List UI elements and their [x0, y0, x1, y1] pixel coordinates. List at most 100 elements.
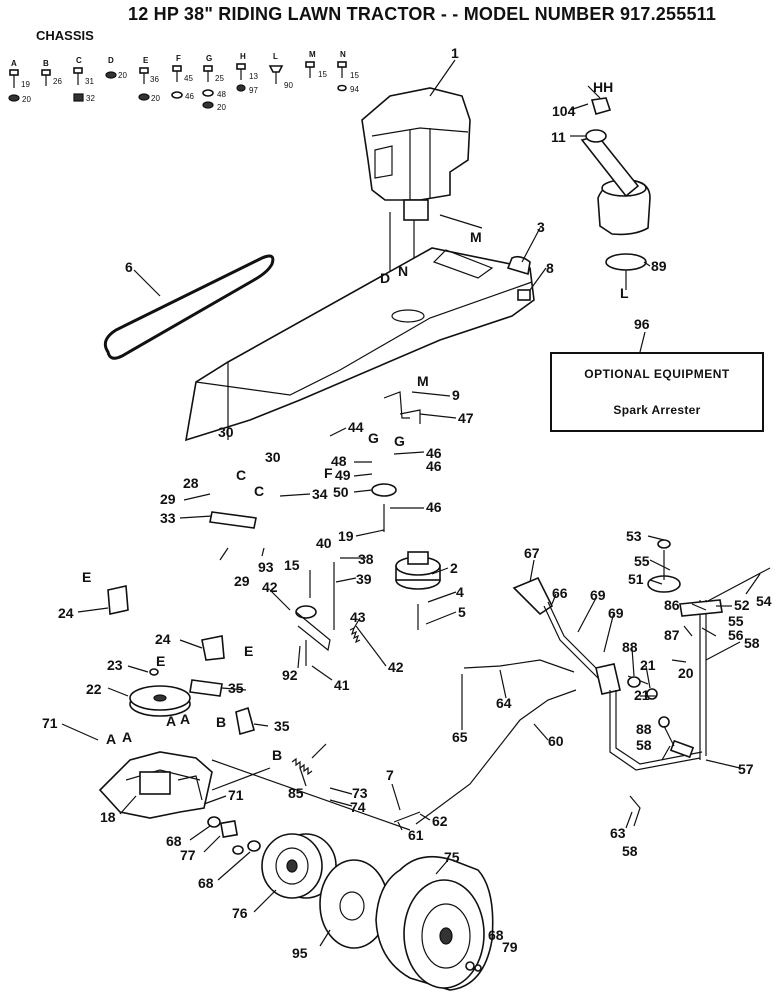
- callout: G: [394, 433, 405, 449]
- callout: 30: [265, 449, 281, 465]
- optional-equipment-box: OPTIONAL EQUIPMENT Spark Arrester: [550, 352, 764, 432]
- callout: B: [272, 747, 282, 763]
- callout: 79: [502, 939, 518, 955]
- callout: A: [180, 711, 190, 727]
- callout: 68: [198, 875, 214, 891]
- callout: 58: [744, 635, 760, 651]
- clip-89: [605, 253, 647, 290]
- bracket-9: [383, 391, 421, 424]
- callout: F: [324, 465, 333, 481]
- callout: 62: [432, 813, 448, 829]
- callout: 41: [334, 677, 350, 693]
- callout: 64: [496, 695, 512, 711]
- hardware-num-90: 90: [284, 81, 293, 90]
- hardware-num-25: 25: [215, 74, 224, 83]
- callout: 74: [350, 799, 366, 815]
- transaxle-pulley: [129, 668, 191, 717]
- callout: N: [398, 263, 408, 279]
- callout: 5: [458, 604, 466, 620]
- callout: 48: [331, 453, 347, 469]
- hardware-num-20: 20: [22, 95, 31, 104]
- callout: 73: [352, 785, 368, 801]
- hardware-g: G 25 48 20: [202, 54, 226, 112]
- callout: C: [254, 483, 264, 499]
- callout: HH: [593, 79, 613, 95]
- callout: 8: [546, 260, 554, 276]
- engine: [361, 87, 483, 320]
- callout: 86: [664, 597, 680, 613]
- hardware-letter-f: F: [176, 54, 181, 63]
- callout: 3: [537, 219, 545, 235]
- callout: 58: [636, 737, 652, 753]
- hardware-key: A 19 20 B 26 C 31 32 D 20 E 36 2: [8, 50, 359, 112]
- hardware-num-15b: 15: [350, 71, 359, 80]
- callout: 68: [488, 927, 504, 943]
- callout: 66: [552, 585, 568, 601]
- callout: E: [156, 653, 165, 669]
- callout: 56: [728, 627, 744, 643]
- spring-85: [291, 743, 327, 776]
- drive-belt: [103, 254, 275, 360]
- callout: 63: [610, 825, 626, 841]
- callout: 89: [651, 258, 667, 274]
- callout: 43: [350, 609, 366, 625]
- bracket-24-left: [107, 585, 129, 615]
- callout: 60: [548, 733, 564, 749]
- callout: 54: [756, 593, 772, 609]
- hardware-num-48: 48: [217, 90, 226, 99]
- rear-tire: [375, 855, 494, 991]
- hardware-letter-g: G: [206, 54, 212, 63]
- callout: B: [216, 714, 226, 730]
- callout: 104: [552, 103, 576, 119]
- spring-43: [349, 626, 361, 644]
- callout: 2: [450, 560, 458, 576]
- callout: 30: [218, 424, 234, 440]
- callout: 1: [451, 45, 459, 61]
- callout: 61: [408, 827, 424, 843]
- hardware-num-19: 19: [21, 80, 30, 89]
- hardware-num-20c: 20: [151, 94, 160, 103]
- hardware-n: N 15 94: [337, 50, 359, 94]
- callout: 76: [232, 905, 248, 921]
- callout: A: [166, 713, 176, 729]
- chassis-frame: [184, 247, 535, 442]
- callout: D: [380, 270, 390, 286]
- callout: 24: [58, 605, 74, 621]
- section-label: CHASSIS: [36, 28, 94, 43]
- callout: 58: [622, 843, 638, 859]
- callout: M: [470, 229, 482, 245]
- diagram-title: 12 HP 38" RIDING LAWN TRACTOR - - MODEL …: [128, 4, 717, 24]
- leader-lines: [61, 59, 761, 947]
- hardware-num-15: 15: [318, 70, 327, 79]
- callout: 69: [608, 605, 624, 621]
- callout: 7: [386, 767, 394, 783]
- optional-equipment-item: Spark Arrester: [613, 403, 701, 417]
- bracket-33: [209, 511, 257, 529]
- hardware-num-32: 32: [86, 94, 95, 103]
- callout: 69: [590, 587, 606, 603]
- hardware-c: C 31 32: [73, 56, 95, 103]
- callout: 15: [284, 557, 300, 573]
- elbow-3: [506, 255, 531, 276]
- bracket-24-mid: [201, 635, 225, 661]
- callout: 67: [524, 545, 540, 561]
- callout: 95: [292, 945, 308, 961]
- callout: 28: [183, 475, 199, 491]
- callout: 34: [312, 486, 328, 502]
- callout: 68: [166, 833, 182, 849]
- callout: A: [122, 729, 132, 745]
- hardware-f: F 45 46: [171, 54, 194, 101]
- callout: 46: [426, 458, 442, 474]
- axle-spacers: [207, 816, 261, 855]
- callout: 47: [458, 410, 474, 426]
- callout: 22: [86, 681, 102, 697]
- rods: [211, 659, 577, 831]
- callout: 77: [180, 847, 196, 863]
- callout: 21: [634, 687, 650, 703]
- hardware-num-46: 46: [185, 92, 194, 101]
- callout: 92: [282, 667, 298, 683]
- callout: L: [620, 285, 629, 301]
- callouts: 1 HH 104 11 3 8 89 6 M D N M 9 47 44 G G…: [42, 45, 772, 961]
- callout: 71: [228, 787, 244, 803]
